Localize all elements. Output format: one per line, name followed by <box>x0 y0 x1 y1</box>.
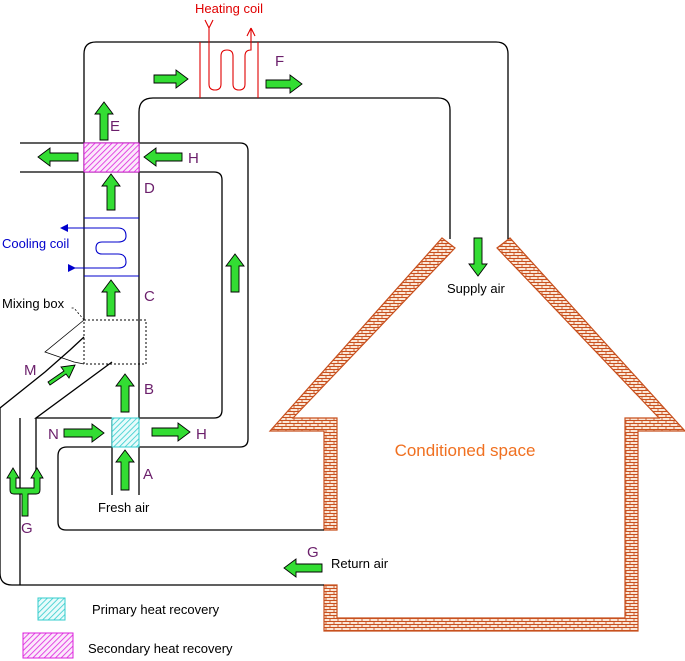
legend-swatch-primary <box>37 597 66 621</box>
arrow-right-h-mid <box>151 422 191 442</box>
mixing-box-leader <box>70 307 85 321</box>
mixing-box-label: Mixing box <box>2 296 65 311</box>
arrow-up-fresh <box>115 449 135 491</box>
point-f: F <box>275 53 284 70</box>
legend: Primary heat recovery Secondary heat rec… <box>22 597 233 659</box>
legend-label-primary: Primary heat recovery <box>92 602 220 617</box>
point-e: E <box>110 118 120 135</box>
point-g-return: G <box>307 544 319 561</box>
point-labels: A B C D E F G G H H M N <box>21 53 319 561</box>
point-m: M <box>24 362 37 379</box>
arrow-left-return <box>283 558 323 578</box>
point-n: N <box>48 426 59 443</box>
secondary-heat-recovery-unit <box>83 142 140 173</box>
return-air-label: Return air <box>331 556 389 571</box>
heating-coil-label: Heating coil <box>195 1 263 16</box>
arrow-left-exhaust <box>37 147 79 167</box>
component-labels: Heating coil Cooling coil Mixing box Sup… <box>2 1 535 571</box>
point-a: A <box>143 466 153 483</box>
point-h-top: H <box>188 150 199 167</box>
arrow-left-h-top <box>143 147 183 167</box>
exhaust-duct <box>0 142 324 586</box>
conditioned-space-walls <box>268 237 685 632</box>
point-g-branch: G <box>21 520 33 537</box>
arrow-right-n <box>63 423 105 443</box>
heating-coil <box>199 19 259 98</box>
arrow-right-supply-top <box>153 69 189 89</box>
fresh-air-label: Fresh air <box>98 500 150 515</box>
point-b: B <box>144 381 154 398</box>
arrow-right-f <box>265 74 303 94</box>
point-d: D <box>144 180 155 197</box>
mixing-box-edge <box>44 319 85 365</box>
arrow-up-exhaust-riser <box>225 253 245 293</box>
legend-label-secondary: Secondary heat recovery <box>88 641 233 656</box>
arrow-g-branch <box>6 467 44 517</box>
supply-duct <box>83 41 509 420</box>
conditioned-space-label: Conditioned space <box>395 441 536 460</box>
arrow-up-e <box>94 101 114 141</box>
arrow-up-b <box>115 373 135 413</box>
arrow-up-c <box>101 279 121 317</box>
point-h-mid: H <box>196 426 207 443</box>
primary-heat-recovery-unit <box>111 417 140 448</box>
arrow-diagonal-m <box>47 364 76 386</box>
legend-swatch-secondary <box>22 632 74 659</box>
point-c: C <box>144 288 155 305</box>
cooling-coil <box>60 217 139 277</box>
cooling-coil-label: Cooling coil <box>2 236 69 251</box>
mixing-box-outline <box>83 319 147 365</box>
arrow-up-d <box>101 173 121 211</box>
arrow-down-supply <box>468 237 488 277</box>
supply-air-label: Supply air <box>447 281 505 296</box>
flow-arrows <box>6 69 488 578</box>
return-branch-duct <box>19 418 37 585</box>
